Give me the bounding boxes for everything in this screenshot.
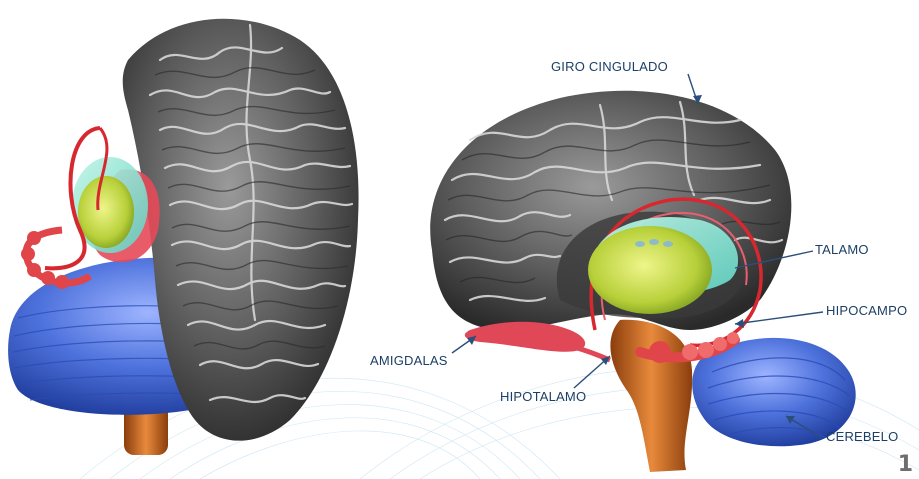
left-brain-illustration [8,19,358,455]
label-cerebelo: CEREBELO [826,429,898,444]
label-hipocampo: HIPOCAMPO [826,303,907,318]
label-talamo: TALAMO [815,242,869,257]
page-number: 1 [898,452,913,477]
label-amigdalas: AMIGDALAS [370,353,448,368]
right-brainstem [610,320,692,472]
label-hipotalamo: HIPOTALAMO [500,389,586,404]
thalamus-shape [588,226,712,314]
right-brain-illustration [430,91,855,472]
label-giro-cingulado: GIRO CINGULADO [551,59,668,74]
